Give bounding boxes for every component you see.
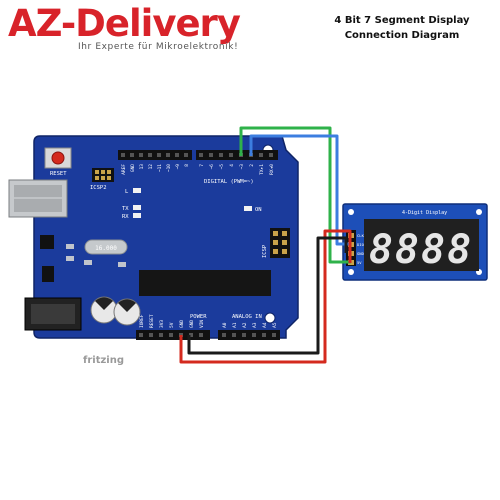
regulator — [42, 266, 54, 282]
pin-label-rx0: RX◂0 — [269, 164, 275, 175]
smd-component — [66, 256, 74, 261]
display-pin-clk: CLK — [357, 233, 365, 238]
led-tx-label: TX — [122, 206, 129, 212]
pin-label-reset: RESET — [149, 314, 155, 328]
icsp-header — [270, 228, 290, 258]
mcu-chip — [139, 270, 271, 296]
pin-label-gnd2: GND — [189, 320, 195, 328]
display-title: 4-Digit Display — [402, 210, 447, 216]
diagram-title-line2: Connection Diagram — [344, 30, 460, 41]
analog-header — [218, 330, 280, 340]
pin-label-a0: A0 — [222, 322, 228, 328]
pin-label-vin: VIN — [199, 320, 205, 328]
pin-label-3: ~3 — [239, 164, 245, 170]
display-pin-5v: 5V — [357, 260, 362, 265]
pin-label-a4: A4 — [262, 322, 268, 328]
pin-label-2: 2 — [249, 164, 255, 167]
led-l-label: L — [125, 189, 129, 195]
led-rx-label: RX — [122, 214, 129, 220]
pin-label-gnd: GND — [130, 164, 136, 172]
brand-tagline: Ihr Experte für Mikroelektronik! — [78, 42, 239, 52]
pin-label-a3: A3 — [252, 322, 258, 328]
display-pin-gnd: GND — [357, 251, 365, 256]
reset-label: RESET — [50, 171, 67, 177]
icsp2-header — [92, 168, 114, 182]
diagram-title-line1: 4 Bit 7 Segment Display — [334, 15, 470, 26]
pin-label-13: 13 — [139, 164, 145, 170]
smd-component — [84, 260, 92, 265]
digital-header — [118, 150, 278, 160]
smd-component — [118, 262, 126, 267]
power-header — [136, 330, 210, 340]
power-label: POWER — [190, 314, 207, 320]
pin-label-5: ~5 — [219, 164, 225, 170]
pin-label-11: ~11 — [157, 164, 163, 172]
fritzing-label: fritzing — [83, 355, 125, 366]
usb-port — [8, 179, 68, 218]
icsp2-label: ICSP2 — [90, 185, 107, 191]
digital-label: DIGITAL (PWM=~) — [204, 179, 254, 185]
pin-label-aref: AREF — [121, 164, 127, 175]
small-chip — [40, 235, 54, 249]
pin-label-9: ~9 — [175, 164, 181, 170]
crystal-label: 16.000 — [95, 245, 117, 252]
pin-label-gnd1: GND — [179, 320, 185, 328]
wire-black-gnd — [187, 236, 348, 355]
pin-label-4: 4 — [229, 164, 235, 167]
display-pin-dio: DIO — [357, 242, 365, 247]
pin-label-8: 8 — [184, 164, 190, 167]
smd-component — [66, 244, 74, 249]
wire-red-5v — [179, 229, 352, 364]
led-on-label: ON — [255, 207, 262, 213]
pin-label-a2: A2 — [242, 322, 248, 328]
wire-blue-dio — [249, 134, 350, 246]
pin-label-a1: A1 — [232, 322, 238, 328]
brand-logo: AZ-Delivery — [8, 2, 241, 45]
pin-label-3v3: 3V3 — [159, 320, 165, 328]
pin-label-6: ~6 — [209, 164, 215, 170]
pin-label-10: ~10 — [166, 164, 172, 172]
pin-label-a5: A5 — [272, 322, 278, 328]
pin-label-ioref: IOREF — [139, 314, 145, 328]
capacitors — [90, 296, 141, 326]
icsp-label: ICSP — [262, 244, 268, 258]
pin-label-12: 12 — [148, 164, 154, 170]
diagram-title: 4 Bit 7 Segment Display Connection Diagr… — [318, 13, 486, 43]
display-digits: 8888 — [369, 227, 473, 273]
analog-label: ANALOG IN — [232, 314, 262, 320]
crystal — [84, 239, 128, 255]
pin-label-5v: 5V — [169, 322, 175, 328]
led-indicators — [133, 188, 252, 218]
reset-button[interactable] — [44, 147, 72, 169]
pin-label-7: 7 — [199, 164, 205, 167]
power-jack — [24, 297, 82, 331]
pin-label-tx1: TX▸1 — [259, 164, 265, 175]
